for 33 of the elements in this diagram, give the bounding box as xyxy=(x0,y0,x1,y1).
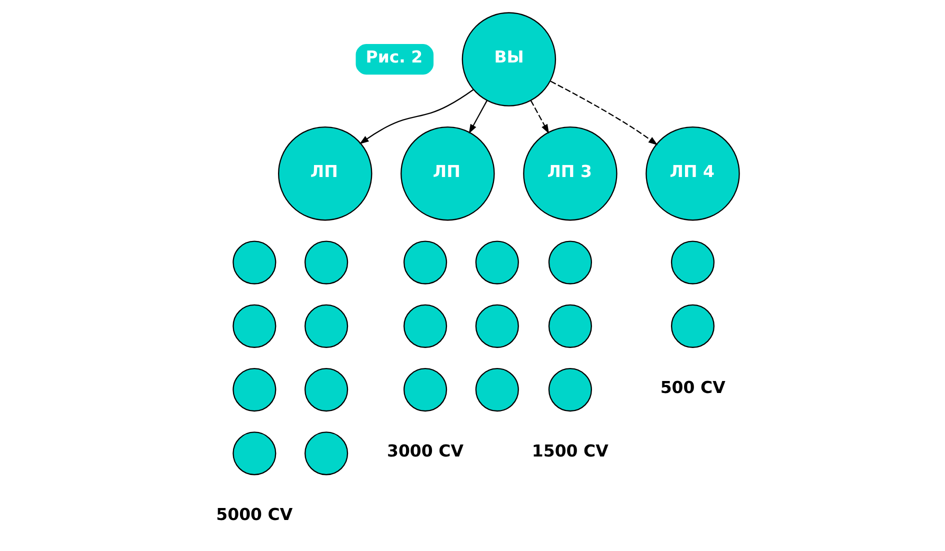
label: 500 CV xyxy=(660,378,725,397)
node-circle xyxy=(670,240,714,284)
node-circle xyxy=(402,240,447,284)
node-circle xyxy=(548,240,592,284)
node-circle xyxy=(232,432,276,476)
node-box: Рис. 2 xyxy=(355,44,434,75)
node-circle xyxy=(304,240,348,284)
arrow xyxy=(530,100,549,134)
node-circle: ЛП 3 xyxy=(522,126,617,221)
arrow xyxy=(550,80,658,146)
node-circle xyxy=(232,240,276,284)
label: 5000 CV xyxy=(216,505,292,524)
node-circle xyxy=(304,432,348,476)
node-circle xyxy=(402,368,447,412)
label: 3000 CV xyxy=(386,442,463,461)
label: 1500 CV xyxy=(531,442,608,461)
arrow xyxy=(358,89,474,144)
node-circle xyxy=(474,368,518,412)
arrow xyxy=(468,100,487,134)
node-circle xyxy=(670,304,714,348)
node-circle: ЛП 4 xyxy=(645,126,740,221)
node-circle xyxy=(548,304,592,348)
node-circle xyxy=(548,368,592,412)
node-circle xyxy=(232,304,276,348)
node-circle: ЛП xyxy=(400,126,494,221)
node-circle xyxy=(402,304,447,348)
node-circle xyxy=(232,368,276,412)
node-circle xyxy=(304,304,348,348)
node-circle xyxy=(474,304,518,348)
node-circle: ЛП xyxy=(278,126,372,221)
node-circle xyxy=(474,240,518,284)
node-circle: ВЫ xyxy=(461,12,556,106)
node-circle xyxy=(304,368,348,412)
